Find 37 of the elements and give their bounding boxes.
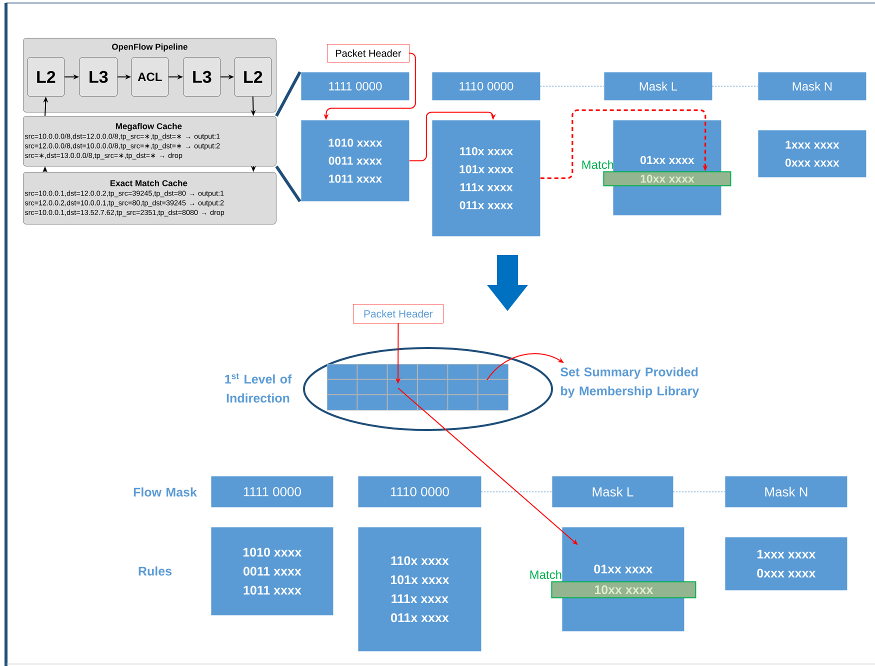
arrow <box>398 388 578 545</box>
mask-box: Mask N <box>725 476 848 508</box>
rules-box: 1xxx xxxx 0xxx xxxx <box>725 537 848 590</box>
connector-line <box>540 86 604 87</box>
mask-box: 1111 0000 <box>211 476 334 508</box>
mask-box: 1110 0000 <box>432 72 540 100</box>
ellipse <box>303 347 553 431</box>
row-label: Rules <box>138 566 172 576</box>
arrow <box>408 112 496 162</box>
row-label: Flow Mask <box>134 487 197 497</box>
connector-line <box>480 491 552 492</box>
mask-box: Mask N <box>758 72 866 100</box>
connector-line <box>672 491 726 492</box>
rules-box: 110x xxxx 101x xxxx 111x xxxx 011x xxxx <box>432 120 540 236</box>
packet-header-box: Packet Header <box>327 44 410 62</box>
mask-box: 1111 0000 <box>301 72 410 100</box>
packet-header-box: Packet Header <box>353 304 444 324</box>
arrow <box>540 109 708 179</box>
stage-box: L2 <box>27 57 65 97</box>
summary-grid <box>326 364 508 410</box>
mask-box: 1110 0000 <box>358 476 482 508</box>
zoom-line <box>275 71 302 117</box>
rules-box: 1xxx xxxx 0xxx xxxx <box>758 130 866 178</box>
connector-line <box>712 86 758 87</box>
stage-box: L3 <box>79 57 118 97</box>
mask-box: Mask L <box>604 72 712 100</box>
node-label: Match <box>582 160 614 169</box>
row-label: 1$^{st}$ Level of Indirection <box>225 373 292 403</box>
rules-box: 1010 xxxx 0011 xxxx 1011 xxxx <box>211 527 334 616</box>
note-text: Set Summary Provided by Membership Library <box>560 367 700 398</box>
rules-box: 110x xxxx 101x xxxx 111x xxxx 011x xxxx <box>358 527 482 652</box>
mask-box: Mask L <box>552 476 674 508</box>
node-label: Match <box>530 570 562 579</box>
rules-box: 1010 xxxx 0011 xxxx 1011 xxxx <box>301 120 410 202</box>
stage-box: ACL <box>131 57 169 97</box>
stage-box: L3 <box>183 57 221 97</box>
stage-box: L2 <box>234 57 272 97</box>
